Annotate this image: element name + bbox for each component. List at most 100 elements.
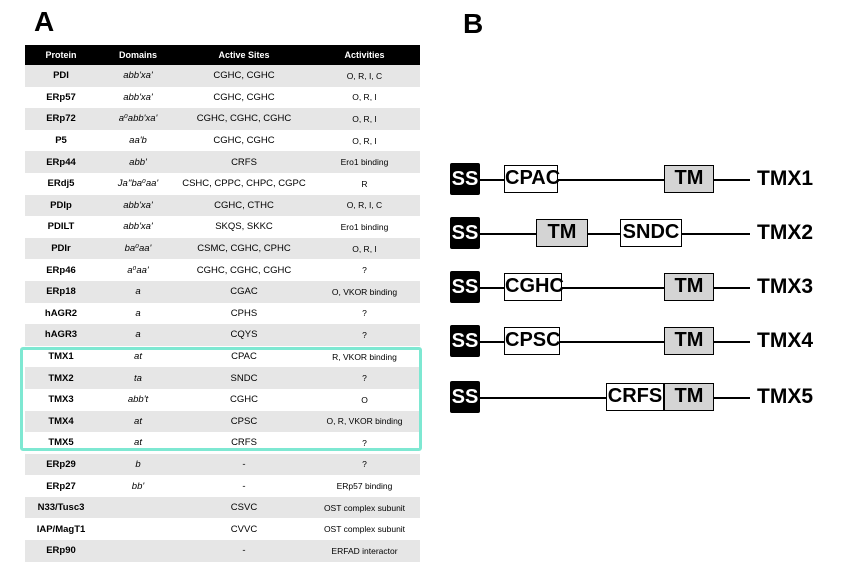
domains-cell: abb'xa' (97, 194, 179, 217)
active-sites-cell: - (179, 540, 309, 562)
active-sites-cell: CPHS (179, 302, 309, 325)
diagram-row-label: TMX5 (757, 385, 814, 408)
activities-cell: OST complex subunit (309, 518, 420, 541)
active-site-box: CPAC (504, 165, 560, 193)
activities-cell: ? (309, 367, 420, 389)
domains-cell: a (97, 302, 179, 325)
protein-cell: hAGR3 (25, 324, 97, 346)
protein-cell: ERp44 (25, 151, 97, 173)
active-sites-cell: - (179, 475, 309, 497)
domains-cell: at (97, 410, 179, 433)
header-domains: Domains (97, 45, 179, 65)
sequence-line (480, 233, 750, 235)
signal-sequence-box: SS (450, 163, 480, 195)
panel-a-label: A (34, 6, 55, 37)
domains-cell: abb'xa' (97, 216, 179, 238)
header-protein: Protein (25, 45, 97, 65)
activities-cell: Ero1 binding (309, 151, 420, 173)
header-activities: Activities (309, 45, 420, 65)
protein-cell: N33/Tusc3 (25, 496, 97, 519)
domains-cell: abb' (97, 151, 179, 173)
activities-cell: O, R, I (309, 129, 420, 152)
header-active-sites: Active Sites (179, 45, 309, 65)
activities-cell: O, R, I (309, 86, 420, 109)
domains-cell: bb' (97, 475, 179, 497)
domains-cell: a (97, 324, 179, 346)
domains-cell: a (97, 280, 179, 303)
protein-cell: ERp46 (25, 259, 97, 281)
activities-cell: O (309, 388, 420, 411)
activities-cell: ? (309, 432, 420, 454)
domains-cell (97, 496, 179, 519)
activities-cell: ? (309, 324, 420, 346)
domains-cell: aa'b (97, 129, 179, 152)
table-header-row: Protein Domains Active Sites Activities (25, 45, 420, 65)
protein-cell: PDILT (25, 216, 97, 238)
activities-cell: O, VKOR binding (309, 280, 420, 303)
domains-cell: abb'xa' (97, 65, 179, 87)
active-sites-cell: CGAC (179, 280, 309, 303)
diagram-row-tmx1: SS CPAC TM TMX1 (448, 162, 848, 198)
active-sites-cell: CVVC (179, 518, 309, 541)
diagram-row-label: TMX3 (757, 275, 814, 298)
activities-cell: OST complex subunit (309, 496, 420, 519)
activities-cell: O, R, I, C (309, 194, 420, 217)
activities-cell: ? (309, 453, 420, 476)
active-sites-cell: CRFS (179, 151, 309, 173)
active-sites-cell: - (179, 453, 309, 476)
sequence-line (480, 341, 750, 343)
active-sites-cell: CGHC, CGHC (179, 129, 309, 152)
protein-cell: ERp18 (25, 280, 97, 303)
activities-cell: ERp57 binding (309, 475, 420, 497)
protein-cell: ERp29 (25, 453, 97, 476)
activities-cell: ? (309, 302, 420, 325)
protein-cell: PDI (25, 65, 97, 87)
activities-cell: R (309, 172, 420, 195)
domains-cell: abb'xa' (97, 86, 179, 109)
protein-cell: P5 (25, 129, 97, 152)
active-site-box: SNDC (620, 219, 682, 247)
protein-cell: TMX4 (25, 410, 97, 433)
transmembrane-box: TM (664, 383, 714, 411)
active-site-box: CRFS (606, 383, 664, 411)
domains-cell: b (97, 453, 179, 476)
activities-cell: Ero1 binding (309, 216, 420, 238)
active-sites-cell: CGHC (179, 388, 309, 411)
protein-cell: ERp72 (25, 108, 97, 130)
active-sites-cell: CGHC, CGHC (179, 86, 309, 109)
diagram-row-label: TMX1 (757, 167, 814, 190)
domains-cell: ba⁰aa' (97, 237, 179, 260)
active-sites-cell: CQYS (179, 324, 309, 346)
domains-cell: ta (97, 367, 179, 389)
protein-cell: hAGR2 (25, 302, 97, 325)
protein-cell: TMX5 (25, 432, 97, 454)
protein-cell: TMX3 (25, 388, 97, 411)
protein-cell: ERdj5 (25, 172, 97, 195)
active-sites-cell: CGHC, CTHC (179, 194, 309, 217)
protein-cell: IAP/MagT1 (25, 518, 97, 541)
sequence-line (480, 287, 750, 289)
transmembrane-box: TM (664, 165, 714, 193)
domains-cell (97, 518, 179, 541)
activities-cell: ? (309, 259, 420, 281)
activities-cell: O, R, I (309, 108, 420, 130)
protein-cell: ERp57 (25, 86, 97, 109)
